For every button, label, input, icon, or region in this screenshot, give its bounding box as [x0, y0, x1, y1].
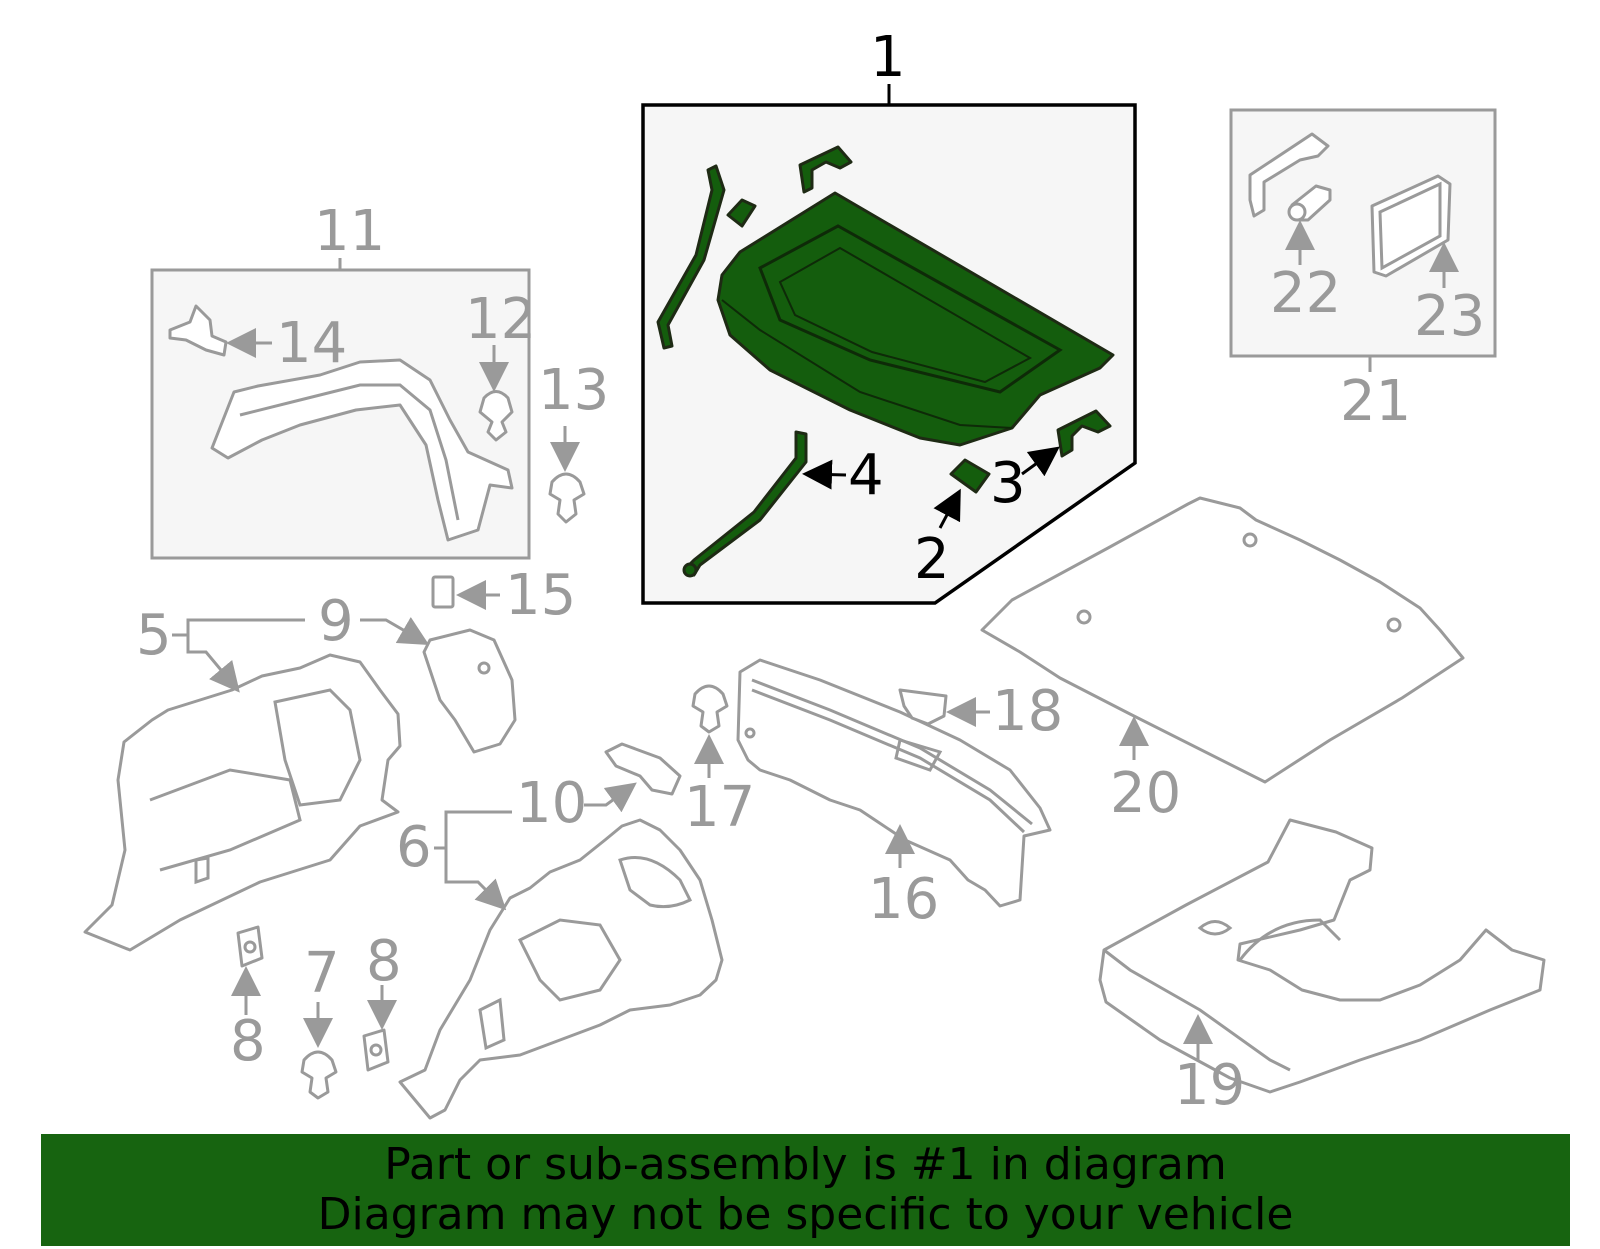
lamp-23: [1370, 174, 1452, 278]
callout-12: 12: [465, 287, 536, 352]
callout-21: 21: [1340, 369, 1411, 434]
callout-6: 6: [396, 815, 432, 880]
callout-11: 11: [314, 199, 385, 264]
footer-line-1: Part or sub-assembly is #1 in diagram: [384, 1139, 1227, 1190]
part-20-group[interactable]: 20: [980, 496, 1465, 826]
callout-18: 18: [992, 679, 1063, 744]
floor-cover-20: [980, 496, 1465, 784]
nut-15: [431, 575, 455, 609]
callout-1: 1: [870, 25, 906, 90]
part-19-group[interactable]: 19: [1098, 818, 1546, 1118]
callout-13: 13: [538, 358, 609, 423]
part-13-group[interactable]: 13: [538, 358, 609, 524]
hook-upper: [798, 145, 853, 194]
assembly-11-group[interactable]: 11 14 12: [150, 199, 536, 560]
clip-13: [548, 472, 586, 524]
clip-7: [300, 1050, 338, 1100]
part-7-group[interactable]: 7: [300, 941, 340, 1100]
bracket-10: [604, 742, 682, 796]
callout-7: 7: [304, 941, 340, 1006]
bracket-18: [898, 688, 948, 726]
callout-2: 2: [914, 527, 950, 592]
hook-3: [1056, 409, 1112, 458]
callout-15: 15: [505, 563, 576, 628]
assembly-21-group[interactable]: 21 22 23: [1229, 108, 1497, 434]
callout-17: 17: [684, 775, 755, 840]
callout-9: 9: [318, 589, 354, 654]
callout-19: 19: [1174, 1053, 1245, 1118]
part-16-group[interactable]: 16: [736, 658, 1052, 932]
assembly-1-group[interactable]: 1 4 3 2: [641, 25, 1137, 605]
part-8b-group[interactable]: 8: [362, 929, 402, 1072]
assembly-21-box: [1229, 108, 1497, 358]
callout-3: 3: [990, 451, 1026, 516]
clip-12: [478, 390, 514, 442]
clip-upper: [726, 198, 757, 228]
callout-23: 23: [1414, 284, 1485, 349]
callout-10: 10: [516, 771, 587, 836]
part-17-group[interactable]: 17: [684, 684, 755, 840]
part-18-group[interactable]: 18: [898, 679, 1063, 744]
callout-16: 16: [868, 867, 939, 932]
part-15-group[interactable]: 15: [431, 563, 576, 628]
callout-8b: 8: [366, 929, 402, 994]
part-5-9-group[interactable]: 5 9: [83, 589, 517, 952]
footer-banner: Part or sub-assembly is #1 in diagram Di…: [41, 1134, 1570, 1246]
strap-upper: [656, 164, 726, 350]
callout-14: 14: [276, 311, 347, 376]
part-6-10-group[interactable]: 6 10: [396, 742, 724, 1120]
callout-4: 4: [848, 443, 884, 508]
lamp-bracket: [1248, 132, 1330, 218]
tray-19: [1098, 818, 1546, 1094]
footer-line-2: Diagram may not be specific to your vehi…: [317, 1189, 1294, 1240]
callout-22: 22: [1270, 261, 1341, 326]
callout-20: 20: [1110, 761, 1181, 826]
clip-2: [949, 458, 991, 494]
cover-9: [422, 628, 517, 754]
callout-8a: 8: [230, 1009, 266, 1074]
quarter-trim-6: [398, 818, 724, 1120]
scuff-plate-16: [736, 658, 1052, 908]
part-8a-group[interactable]: 8: [230, 925, 266, 1074]
clip-17: [691, 684, 729, 734]
callout-5: 5: [136, 603, 172, 668]
quarter-trim-5: [83, 653, 402, 952]
wheelhouse-trim: [210, 358, 514, 542]
